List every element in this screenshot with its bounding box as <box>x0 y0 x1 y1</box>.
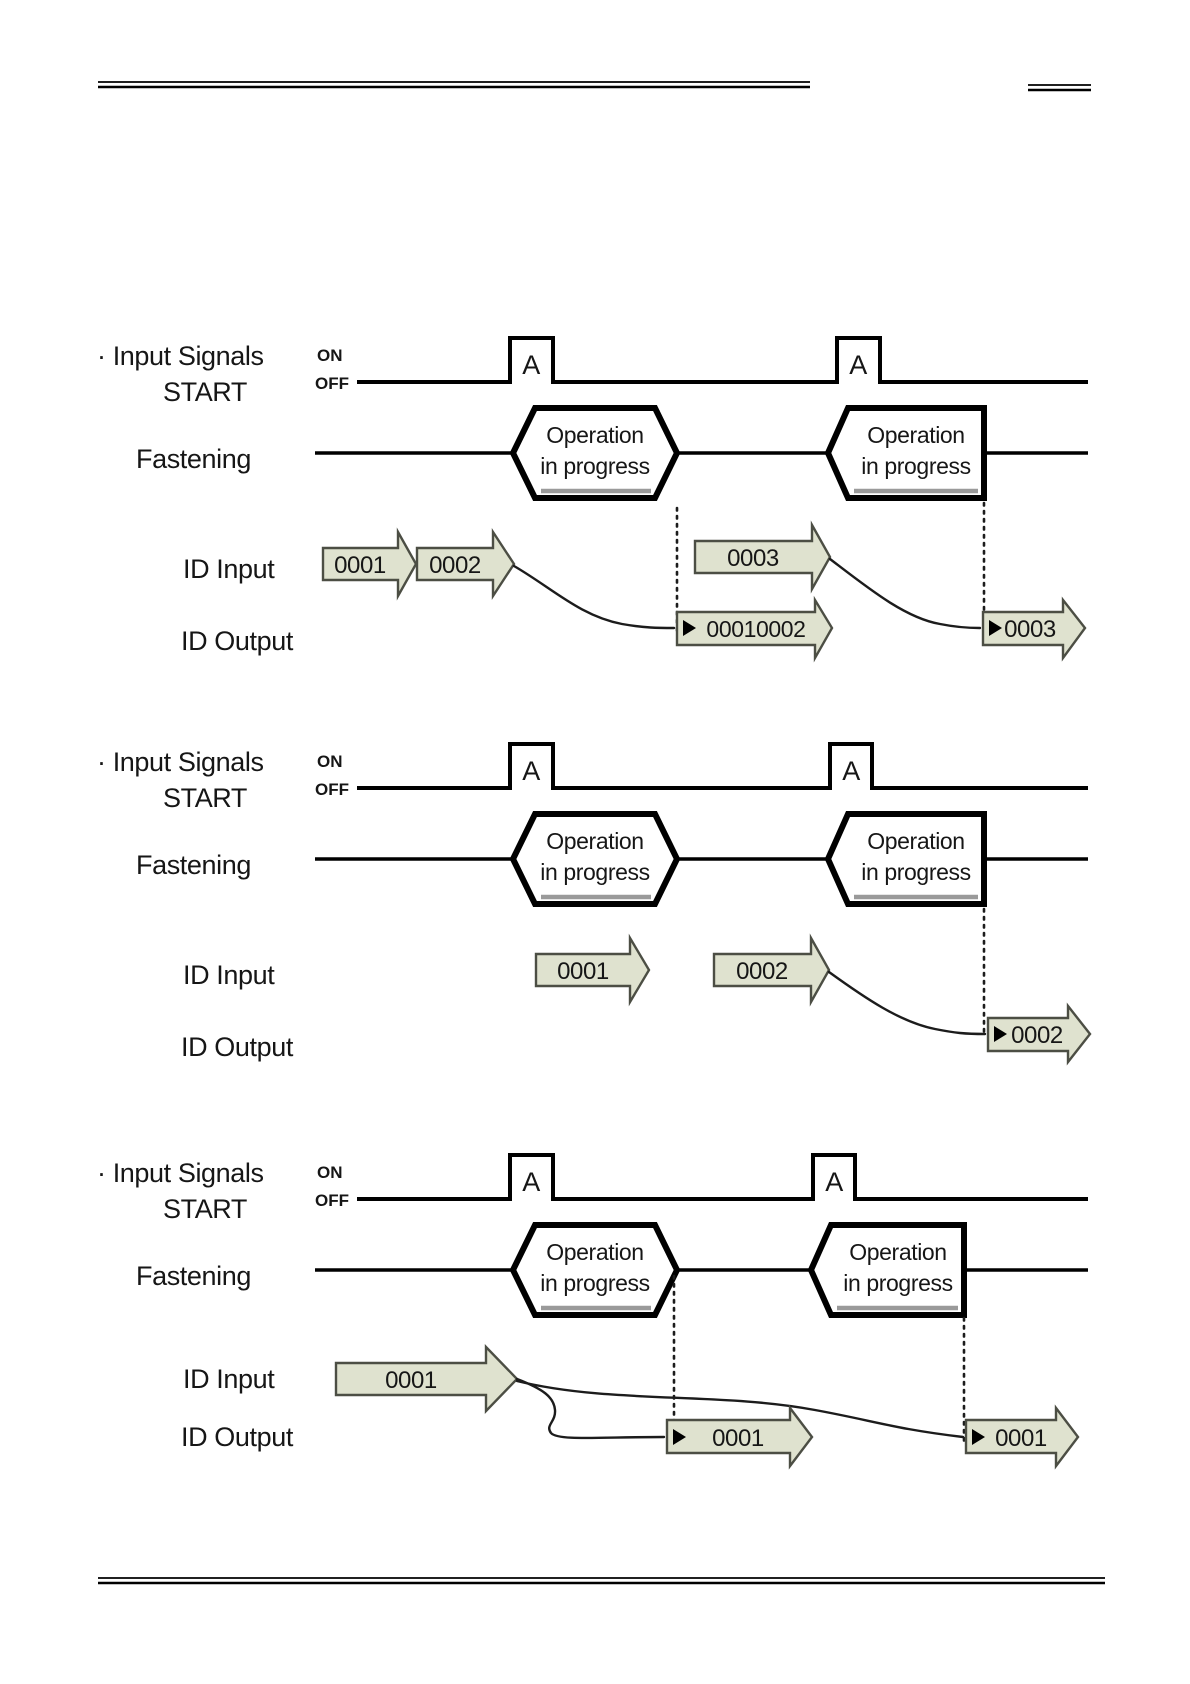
operation-shape-1 <box>509 405 681 501</box>
footer-rules <box>98 1577 1105 1585</box>
operation-text-1b: in progress <box>540 859 649 885</box>
transfer-curve-1 <box>512 564 676 630</box>
id-input-label: ID Input <box>183 1364 275 1394</box>
off-label: OFF <box>315 780 349 799</box>
id-output-value-2: 0003 <box>1004 616 1056 643</box>
output-marker-triangle-2 <box>989 620 1002 636</box>
input-signals-label: · Input Signals <box>97 1158 264 1188</box>
id-input-arrow-1 <box>334 1344 519 1414</box>
id-output-arrow-1 <box>986 1002 1092 1066</box>
fastening-label: Fastening <box>136 444 251 474</box>
pulse-a-label-1: A <box>522 1167 540 1197</box>
on-label: ON <box>317 752 343 771</box>
start-signal-waveform <box>357 336 1088 384</box>
start-signal-waveform <box>357 1153 1088 1201</box>
operation-shape-2 <box>824 811 987 907</box>
operation-text-2b: in progress <box>861 859 970 885</box>
id-input-label: ID Input <box>183 960 275 990</box>
id-input-value-2: 0002 <box>429 552 481 579</box>
pulse-a-label-2: A <box>825 1167 843 1197</box>
id-output-arrow-2 <box>981 596 1087 662</box>
id-output-arrow-1 <box>665 1404 814 1470</box>
fastening-label: Fastening <box>136 1261 251 1291</box>
timing-diagram-3: · Input Signals START ON OFF A A Fasteni… <box>97 1153 1088 1470</box>
output-marker-triangle-1 <box>673 1429 686 1445</box>
operation-text-2a: Operation <box>867 422 964 448</box>
operation-text-1a: Operation <box>546 422 643 448</box>
id-output-label: ID Output <box>181 626 294 656</box>
id-output-label: ID Output <box>181 1032 294 1062</box>
operation-shape-2 <box>824 405 987 501</box>
operation-text-2a: Operation <box>867 828 964 854</box>
output-marker-triangle-2 <box>972 1429 985 1445</box>
on-label: ON <box>317 1163 343 1182</box>
timing-diagram-1: · Input Signals START ON OFF A A Fasteni… <box>97 336 1088 663</box>
operation-text-2a: Operation <box>849 1239 946 1265</box>
output-marker-triangle-1 <box>683 620 696 636</box>
id-output-value-1: 0001 <box>712 1425 764 1452</box>
id-input-value-2: 0002 <box>736 958 788 985</box>
id-output-arrow-2 <box>964 1404 1080 1470</box>
id-input-arrow-1 <box>321 527 418 601</box>
id-input-arrow-2 <box>712 933 831 1007</box>
id-output-value-1: 0002 <box>1011 1022 1063 1049</box>
operation-shape-1 <box>509 811 681 907</box>
operation-text-2b: in progress <box>843 1270 952 1296</box>
id-output-value-2: 0001 <box>995 1425 1047 1452</box>
id-output-label: ID Output <box>181 1422 294 1452</box>
off-label: OFF <box>315 374 349 393</box>
timing-diagram-2: · Input Signals START ON OFF A A Fasteni… <box>97 742 1092 1066</box>
operation-text-1a: Operation <box>546 1239 643 1265</box>
operation-text-1a: Operation <box>546 828 643 854</box>
id-input-value-3: 0003 <box>727 545 779 572</box>
start-label: START <box>163 1194 247 1224</box>
id-output-value-1: 00010002 <box>706 616 805 642</box>
id-input-value-1: 0001 <box>334 552 386 579</box>
transfer-curve-2 <box>828 557 982 630</box>
input-signals-label: · Input Signals <box>97 341 264 371</box>
id-input-value-1: 0001 <box>557 958 609 985</box>
transfer-curve-2 <box>515 1379 965 1439</box>
id-input-label: ID Input <box>183 554 275 584</box>
fastening-label: Fastening <box>136 850 251 880</box>
off-label: OFF <box>315 1191 349 1210</box>
start-label: START <box>163 783 247 813</box>
header-rules <box>98 81 1091 92</box>
id-input-value-1: 0001 <box>385 1367 437 1394</box>
operation-text-1b: in progress <box>540 453 649 479</box>
pulse-a-label-2: A <box>849 350 867 380</box>
input-signals-label: · Input Signals <box>97 747 264 777</box>
start-signal-waveform <box>357 742 1088 790</box>
operation-text-2b: in progress <box>861 453 970 479</box>
transfer-curve-1 <box>515 1377 666 1440</box>
start-label: START <box>163 377 247 407</box>
pulse-a-label-1: A <box>522 756 540 786</box>
pulse-a-label-1: A <box>522 350 540 380</box>
id-input-arrow-1 <box>534 933 651 1007</box>
id-output-arrow-1 <box>675 595 834 663</box>
operation-shape-1 <box>509 1222 681 1318</box>
output-marker-triangle-1 <box>994 1026 1007 1042</box>
operation-text-1b: in progress <box>540 1270 649 1296</box>
id-input-arrow-2 <box>415 527 516 601</box>
id-input-arrow-3 <box>693 520 832 594</box>
pulse-a-label-2: A <box>842 756 860 786</box>
transfer-curve-1 <box>827 970 987 1036</box>
operation-shape-2 <box>807 1222 967 1318</box>
on-label: ON <box>317 346 343 365</box>
